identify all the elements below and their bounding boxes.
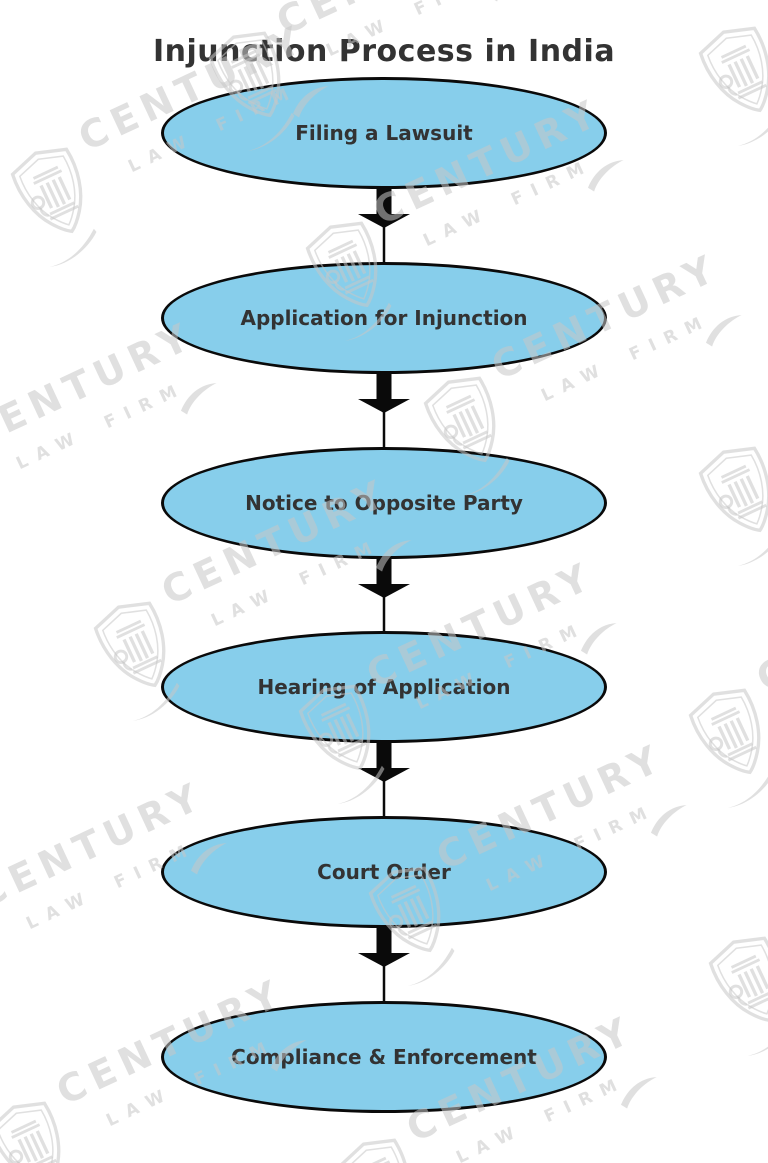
node-filing-lawsuit: Filing a Lawsuit bbox=[161, 77, 607, 189]
flow-connector-2 bbox=[354, 372, 414, 449]
node-court-order: Court Order bbox=[161, 816, 607, 928]
node-label: Notice to Opposite Party bbox=[245, 491, 523, 515]
node-notice-opposite-party: Notice to Opposite Party bbox=[161, 447, 607, 559]
node-label: Compliance & Enforcement bbox=[231, 1045, 537, 1069]
arrow-down-icon bbox=[358, 557, 410, 634]
node-label: Court Order bbox=[317, 860, 451, 884]
flow-connector-5 bbox=[354, 926, 414, 1003]
node-application-injunction: Application for Injunction bbox=[161, 262, 607, 374]
arrow-down-icon bbox=[358, 741, 410, 818]
flow-connector-3 bbox=[354, 557, 414, 634]
node-hearing-application: Hearing of Application bbox=[161, 631, 607, 743]
node-compliance-enforcement: Compliance & Enforcement bbox=[161, 1001, 607, 1113]
node-label: Application for Injunction bbox=[240, 306, 528, 330]
arrow-down-icon bbox=[358, 372, 410, 449]
node-label: Hearing of Application bbox=[257, 675, 511, 699]
flow-connector-1 bbox=[354, 187, 414, 264]
flow-connector-4 bbox=[354, 741, 414, 818]
arrow-down-icon bbox=[358, 187, 410, 264]
page-title: Injunction Process in India bbox=[152, 34, 616, 70]
node-label: Filing a Lawsuit bbox=[295, 121, 473, 145]
arrow-down-icon bbox=[358, 926, 410, 1003]
